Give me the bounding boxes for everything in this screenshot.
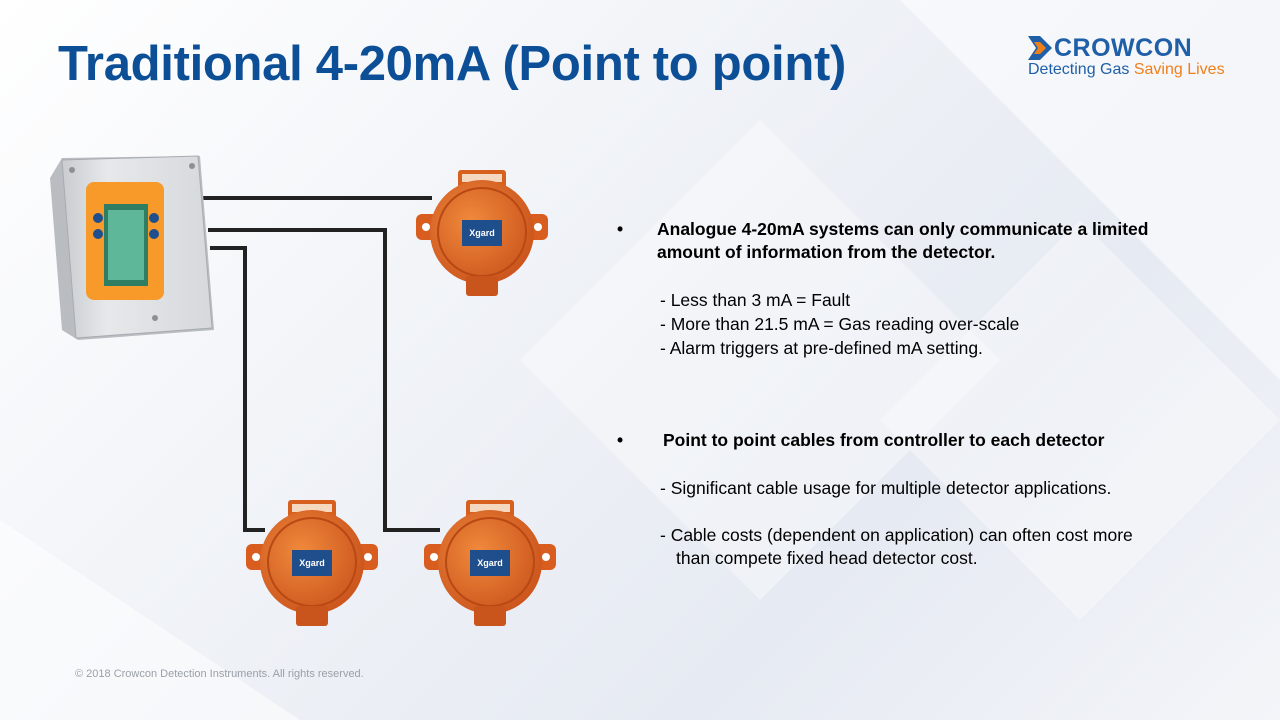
bullet-1-line2: amount of information from the detector. (657, 242, 996, 262)
crowcon-logo: CROWCON Detecting Gas Saving Lives (1028, 34, 1238, 82)
bullet-2-item-2-cont: than compete fixed head detector cost. (676, 548, 978, 568)
slide-title: Traditional 4-20mA (Point to point) (58, 37, 846, 91)
bullet-1-marker: • (617, 219, 624, 239)
tagline-part1: Detecting Gas (1028, 61, 1130, 78)
logo-tagline: Detecting Gas Saving Lives (1028, 61, 1225, 79)
bullet-1-item-3: - Alarm triggers at pre-defined mA setti… (660, 338, 983, 358)
detector-label-left: Xgard (299, 558, 325, 568)
detector-label-top: Xgard (469, 228, 495, 238)
detector-label-right: Xgard (477, 558, 503, 568)
logo-wordmark: CROWCON (1054, 34, 1193, 62)
controller-unit (50, 155, 214, 340)
bullet-2-item-1: - Significant cable usage for multiple d… (660, 478, 1112, 498)
wiring-diagram: Xgard Xgard Xgard (50, 155, 557, 627)
bullet-1-item-1: - Less than 3 mA = Fault (660, 290, 851, 310)
bullet-2-marker: • (617, 430, 624, 450)
bullet-2-item-2: - Cable costs (dependent on application)… (660, 525, 1133, 545)
crowcon-mark-icon (1028, 36, 1052, 60)
bullet-2-text: Point to point cables from controller to… (663, 430, 1105, 450)
copyright-footer: © 2018 Crowcon Detection Instruments. Al… (75, 668, 364, 680)
bullet-1-item-2: - More than 21.5 mA = Gas reading over-s… (660, 314, 1020, 334)
tagline-part2: Saving Lives (1133, 61, 1225, 78)
bullet-1-text: Analogue 4-20mA systems can only communi… (657, 218, 1257, 264)
cables (202, 196, 440, 532)
bullet-1-line1: Analogue 4-20mA systems can only communi… (657, 219, 1149, 239)
